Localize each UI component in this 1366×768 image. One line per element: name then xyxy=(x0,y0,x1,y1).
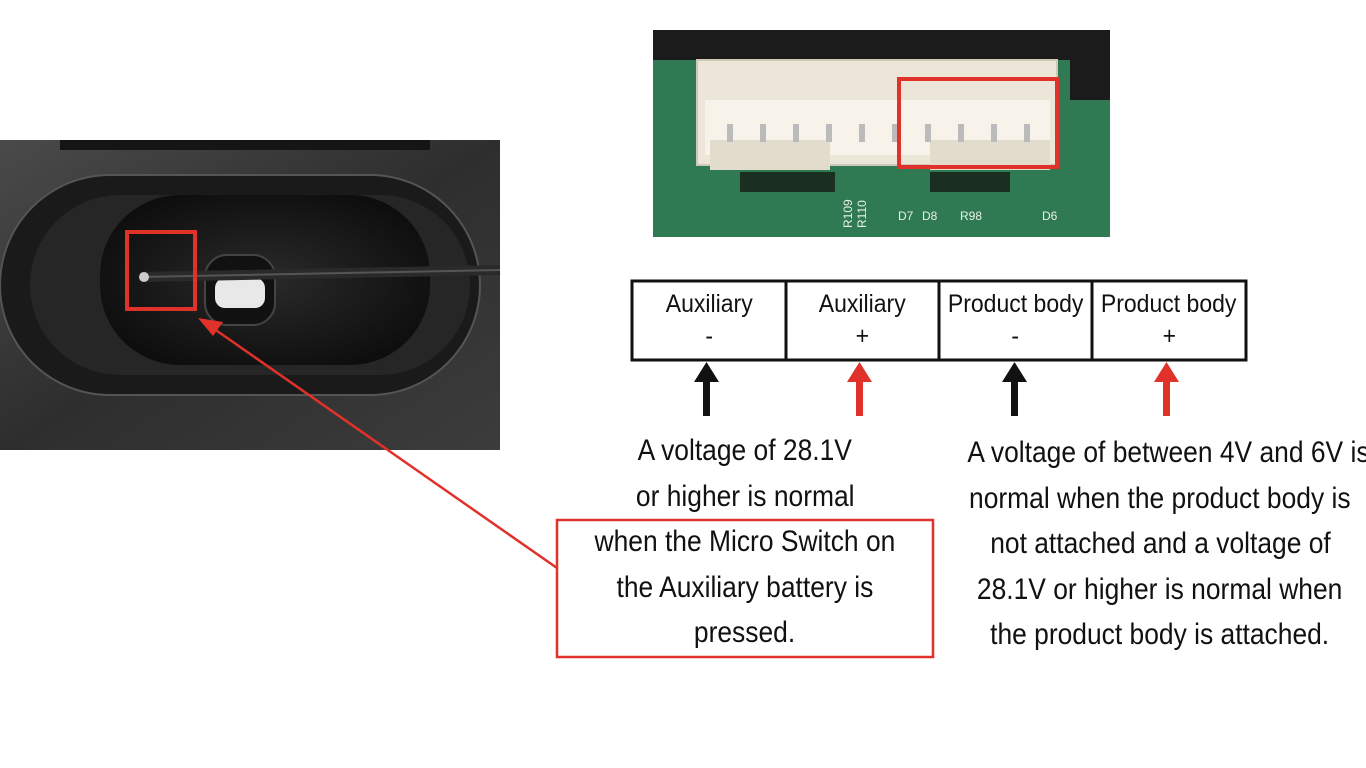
note-line: pressed. xyxy=(694,616,796,649)
pcb-label: R110 xyxy=(855,200,869,228)
terminal-name: Product body xyxy=(947,290,1084,318)
terminal-name: Product body xyxy=(1101,290,1237,318)
terminal-polarity: + xyxy=(855,322,870,350)
terminal-product-body-negative: Product body - xyxy=(940,282,1091,358)
pcb-label: D6 xyxy=(1042,209,1058,223)
pcb-label: R109 xyxy=(841,199,855,228)
note-line: normal when the product body is xyxy=(969,481,1351,515)
terminal-name: Auxiliary xyxy=(819,290,906,318)
note-line: or higher is normal xyxy=(635,479,855,513)
micro-switch-note-box xyxy=(555,518,935,659)
arrow-up-icon xyxy=(847,362,872,416)
note-line: A voltage of between 4V and 6V is xyxy=(967,436,1366,469)
terminal-polarity: - xyxy=(705,322,713,350)
terminal-polarity: + xyxy=(1162,322,1176,350)
terminal-auxiliary-positive: Auxiliary + xyxy=(787,282,938,358)
arrow-up-icon xyxy=(1154,362,1179,416)
terminal-table-grid xyxy=(630,279,1248,362)
note-line: the Auxiliary battery is xyxy=(616,570,874,604)
terminal-auxiliary-negative: Auxiliary - xyxy=(633,282,785,358)
connector-highlight xyxy=(897,77,1059,169)
terminal-name: Auxiliary xyxy=(665,290,753,318)
arrow-up-icon xyxy=(1002,362,1027,416)
note-line: not attached and a voltage of xyxy=(989,527,1331,560)
note-line: A voltage of 28.1V xyxy=(637,434,853,467)
callout-arrow-icon xyxy=(198,318,558,570)
product-body-voltage-note: A voltage of between 4V and 6V is normal… xyxy=(940,430,1366,658)
note-line: the product body is attached. xyxy=(990,618,1330,651)
note-line: 28.1V or higher is normal when xyxy=(977,572,1343,606)
pcb-label: D8 xyxy=(922,209,938,223)
micro-switch-highlight xyxy=(125,230,197,311)
auxiliary-battery-photo xyxy=(0,140,501,450)
terminal-arrows xyxy=(694,362,1179,416)
terminal-product-body-positive: Product body + xyxy=(1093,282,1245,358)
auxiliary-voltage-note: A voltage of 28.1V or higher is normal w… xyxy=(545,428,945,656)
pcb-label: D7 xyxy=(898,209,914,223)
pcb-connector-photo: R109 R110 D7 D8 R98 D6 xyxy=(653,30,1110,237)
terminal-polarity: - xyxy=(1011,322,1020,350)
note-line: when the Micro Switch on xyxy=(594,525,896,558)
arrow-up-icon xyxy=(694,362,719,416)
pcb-label: R98 xyxy=(960,209,982,223)
